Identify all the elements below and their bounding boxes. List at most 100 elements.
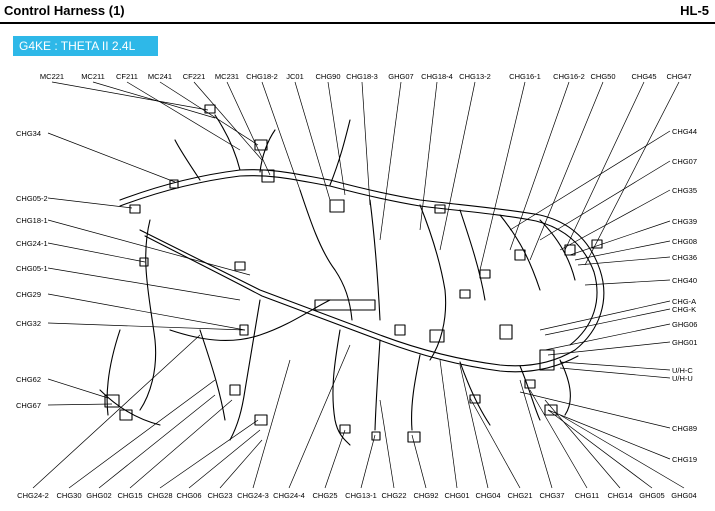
leader-line [47, 378, 109, 399]
leader-line [159, 419, 259, 489]
connector-label-u/h-c: U/H-C [672, 366, 693, 375]
leader-line [68, 379, 216, 489]
engine-badge: G4KE : THETA II 2.4L [13, 36, 158, 56]
leader-line [327, 81, 346, 196]
leader-line [577, 256, 671, 266]
leader-line [219, 439, 263, 489]
connector-label-chg37: CHG37 [539, 491, 564, 500]
leader-line [479, 81, 526, 271]
connector-label-mc221: MC221 [40, 72, 64, 81]
leader-line [126, 81, 241, 151]
connector-label-chg18-2: CHG18-2 [246, 72, 278, 81]
connector-label-chg13-1: CHG13-1 [345, 491, 377, 500]
connector-label-chg08: CHG08 [672, 237, 697, 246]
connector-label-chg14: CHG14 [607, 491, 632, 500]
leader-line [379, 81, 402, 241]
leader-line [47, 293, 246, 331]
leader-line [559, 189, 671, 251]
connector-label-chg34: CHG34 [16, 129, 41, 138]
connector-label-chg24-2: CHG24-2 [17, 491, 49, 500]
connector-label-mc231: MC231 [215, 72, 239, 81]
leader-line [529, 389, 588, 489]
leader-line [32, 334, 201, 489]
leader-line [98, 394, 216, 489]
leader-line [47, 219, 251, 276]
leader-line [529, 81, 604, 261]
leader-line [226, 81, 271, 176]
leader-line [188, 429, 261, 489]
connector-label-chg22: CHG22 [381, 491, 406, 500]
leader-line [288, 344, 351, 489]
leader-line [159, 81, 259, 146]
connector-label-chg36: CHG36 [672, 253, 697, 262]
leader-line [47, 322, 246, 331]
connector-label-chg30: CHG30 [56, 491, 81, 500]
connector-label-chg40: CHG40 [672, 276, 697, 285]
leader-line [559, 367, 671, 379]
header-rule [0, 22, 715, 24]
leader-line [261, 81, 301, 191]
connector-label-chg18-3: CHG18-3 [346, 72, 378, 81]
connector-label-chg25: CHG25 [312, 491, 337, 500]
leader-line [544, 399, 621, 489]
connector-label-jc01: JC01 [286, 72, 304, 81]
leader-line [252, 359, 291, 489]
connector-label-chg32: CHG32 [16, 319, 41, 328]
connector-label-chg35: CHG35 [672, 186, 697, 195]
connector-label-chg39: CHG39 [672, 217, 697, 226]
leader-line [519, 391, 671, 429]
connector-label-ghg06: GHG06 [672, 320, 697, 329]
leader-line [547, 409, 671, 460]
connector-label-cf211: CF211 [116, 72, 138, 81]
connector-label-ghg05: GHG05 [639, 491, 664, 500]
leader-line [51, 81, 209, 111]
leader-line [544, 308, 671, 336]
leader-line [47, 242, 146, 263]
leader-line [361, 81, 371, 206]
connector-label-chg07: CHG07 [672, 157, 697, 166]
leader-line [547, 409, 653, 489]
leader-line [569, 220, 671, 256]
page-code: HL-5 [680, 3, 709, 18]
leader-line [544, 323, 671, 351]
connector-label-chg18-1: CHG18-1 [16, 216, 48, 225]
connector-label-ghg07: GHG07 [388, 72, 413, 81]
connector-label-chg-k: CHG-K [672, 305, 696, 314]
leader-line [47, 267, 241, 301]
leader-line [584, 81, 680, 266]
connector-label-chg05-2: CHG05-2 [16, 194, 48, 203]
leader-line [193, 81, 263, 161]
connector-label-ghg01: GHG01 [672, 338, 697, 347]
connector-label-chg05-1: CHG05-1 [16, 264, 48, 273]
leader-line [47, 403, 113, 406]
connector-label-chg89: CHG89 [672, 424, 697, 433]
leader-line [47, 132, 176, 183]
leader-line [559, 414, 685, 489]
leader-line [547, 341, 671, 356]
connector-label-chg90: CHG90 [315, 72, 340, 81]
connector-label-chg24-3: CHG24-3 [237, 491, 269, 500]
page-header: Control Harness (1) HL-5 [0, 0, 715, 24]
leader-line [47, 197, 133, 209]
leader-line [294, 81, 331, 201]
connector-label-chg16-2: CHG16-2 [553, 72, 585, 81]
connector-label-chg92: CHG92 [413, 491, 438, 500]
leader-line [469, 397, 521, 489]
leader-line [459, 364, 489, 489]
leader-line [559, 361, 671, 371]
page-title: Control Harness (1) [4, 3, 125, 18]
leader-lines [32, 81, 685, 489]
connector-label-chg29: CHG29 [16, 290, 41, 299]
connector-label-ghg04: GHG04 [671, 491, 696, 500]
leader-line [129, 399, 233, 489]
connector-label-chg16-1: CHG16-1 [509, 72, 541, 81]
leader-line [509, 81, 570, 251]
connector-label-chg11: CHG11 [575, 491, 599, 500]
leader-line [509, 130, 671, 231]
connector-label-mc211: MC211 [81, 72, 105, 81]
connector-label-chg50: CHG50 [590, 72, 615, 81]
connector-label-chg13-2: CHG13-2 [459, 72, 491, 81]
connector-label-chg67: CHG67 [16, 401, 41, 410]
connector-label-chg19: CHG19 [672, 455, 697, 464]
